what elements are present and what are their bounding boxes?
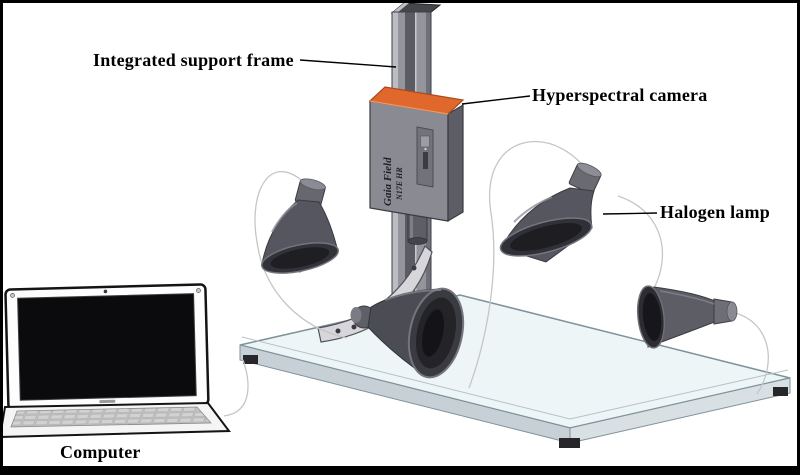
leader-line-support-frame bbox=[299, 59, 397, 68]
column-top-highlight bbox=[392, 3, 409, 13]
laptop-lid bbox=[4, 283, 210, 411]
leader-line-lamp bbox=[602, 212, 658, 215]
leader-line-camera bbox=[461, 95, 531, 105]
lamp-opening bbox=[422, 309, 444, 357]
lamp-opening bbox=[270, 247, 330, 269]
label-camera: Hyperspectral camera bbox=[532, 85, 708, 105]
cable-lower-lamp-tail bbox=[730, 311, 769, 395]
cable-right-lamp bbox=[468, 140, 597, 389]
bracket-hole bbox=[411, 265, 417, 271]
base-bevel-line bbox=[241, 336, 789, 420]
webcam-dot bbox=[103, 289, 108, 294]
base-foot bbox=[773, 387, 788, 396]
laptop-logo bbox=[99, 399, 116, 404]
bracket-hole bbox=[335, 328, 341, 334]
lamp-opening bbox=[642, 293, 662, 341]
cable-left-lamp bbox=[254, 171, 348, 339]
laptop-keyboard bbox=[10, 406, 212, 428]
bezel-screw bbox=[10, 293, 15, 298]
cable-lower-lamp bbox=[617, 195, 664, 289]
base-foot bbox=[559, 438, 580, 448]
power-cables bbox=[223, 140, 769, 417]
camera-side-face bbox=[447, 103, 464, 223]
camera-brand-text: Gaia Field bbox=[382, 157, 394, 206]
base-foot bbox=[243, 355, 258, 364]
label-halogen-lamp: Halogen lamp bbox=[660, 202, 770, 222]
halogen-lamp-upper-left bbox=[261, 178, 339, 274]
label-support-frame: Integrated support frame bbox=[93, 50, 294, 70]
laptop-computer bbox=[0, 283, 231, 439]
halogen-lamp-right bbox=[499, 162, 602, 263]
bracket-hole bbox=[351, 324, 357, 330]
laptop-screen bbox=[17, 293, 197, 401]
leader-lines bbox=[299, 59, 658, 215]
lamp-opening bbox=[510, 223, 582, 251]
label-computer: Computer bbox=[60, 442, 141, 462]
halogen-lamp-center bbox=[350, 287, 465, 379]
camera-model-text: N17E HR bbox=[395, 167, 404, 201]
halogen-lamp-lower-right bbox=[636, 285, 738, 349]
cable-computer bbox=[223, 359, 249, 417]
camera-lens-front bbox=[407, 237, 428, 245]
lamp-neck bbox=[568, 162, 602, 195]
hyperspectral-camera: Gaia Field N17E HR bbox=[368, 86, 465, 245]
bezel-screw bbox=[196, 288, 201, 293]
